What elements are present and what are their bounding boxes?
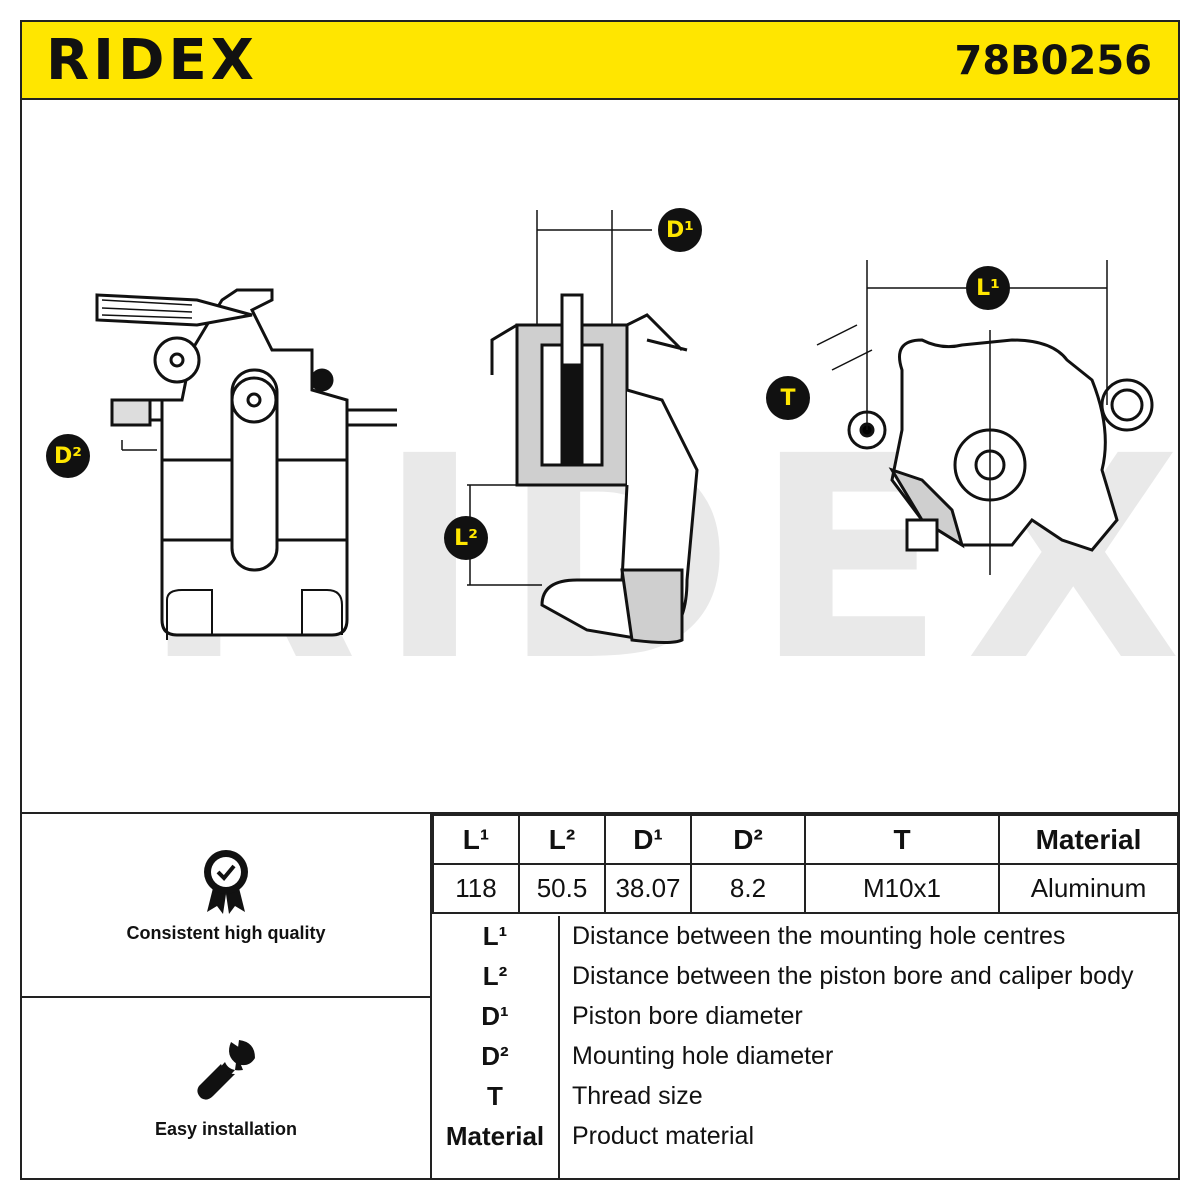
specs-value-row: 118 50.5 38.07 8.2 M10x1 Aluminum [432,863,1179,914]
badge-l2: L² [444,516,488,560]
caliper-drawings [95,210,1154,644]
legend-key: L¹ [482,920,508,951]
specs-value-material: Aluminum [998,863,1179,914]
feature-label: Easy installation [154,1119,298,1139]
specs-value-d1: 38.07 [604,863,692,914]
feature-divider [20,996,430,998]
legend-row: T Thread size [432,1076,1179,1116]
legend-row: Material Product material [432,1116,1179,1156]
feature-installation: Easy installation [22,1034,430,1140]
legend-row: L² Distance between the piston bore and … [432,956,1179,996]
specs-header-d1: D¹ [604,814,692,865]
legend-key: D² [481,1040,509,1071]
legend-divider [558,916,560,1178]
part-number: 78B0256 [954,38,1152,84]
legend-row: D¹ Piston bore diameter [432,996,1179,1036]
legend-text: Thread size [572,1081,703,1110]
section-divider [20,812,1180,814]
legend-key: D¹ [481,1000,509,1031]
specs-header-row: L¹ L² D¹ D² T Material [432,814,1179,865]
specs-value-l1: 118 [432,863,520,914]
legend-text: Product material [572,1121,755,1150]
feature-quality: Consistent high quality [22,848,430,944]
specs-value-l2: 50.5 [518,863,606,914]
technical-drawing: RIDEX [22,100,1181,812]
column-divider [430,812,432,1180]
legend-row: D² Mounting hole diameter [432,1036,1179,1076]
specs-header-d2: D² [690,814,806,865]
specs-value-t: M10x1 [804,863,1000,914]
caliper-side-view [816,260,1154,575]
badge-d2: D² [46,434,90,478]
caliper-front-view [95,288,397,640]
badge-d1: D¹ [658,208,702,252]
specs-table: L¹ L² D¹ D² T Material 118 50.5 38.07 8.… [432,814,1179,914]
specs-header-material: Material [998,814,1179,865]
legend-text: Distance between the mounting hole centr… [572,921,1066,950]
badge-t: T [766,376,810,420]
specs-header-l1: L¹ [432,814,520,865]
specs-header-l2: L² [518,814,606,865]
specs-value-d2: 8.2 [690,863,806,914]
quality-badge-icon [204,850,248,914]
badge-l1: L¹ [966,266,1010,310]
legend-key: Material [445,1120,545,1151]
caliper-section-view [467,210,699,644]
legend-text: Distance between the piston bore and cal… [572,961,1134,990]
brand-logo: RIDEX [46,28,258,93]
legend-key: L² [482,960,508,991]
legend-row: L¹ Distance between the mounting hole ce… [432,916,1179,956]
specs-header-t: T [804,814,1000,865]
legend-text: Piston bore diameter [572,1001,803,1030]
legend-text: Mounting hole diameter [572,1041,834,1070]
legend: L¹ Distance between the mounting hole ce… [432,916,1179,1156]
header-bar: RIDEX 78B0256 [20,20,1180,100]
wrench-icon [197,1040,255,1100]
legend-key: T [487,1080,503,1111]
feature-label: Consistent high quality [126,923,326,943]
